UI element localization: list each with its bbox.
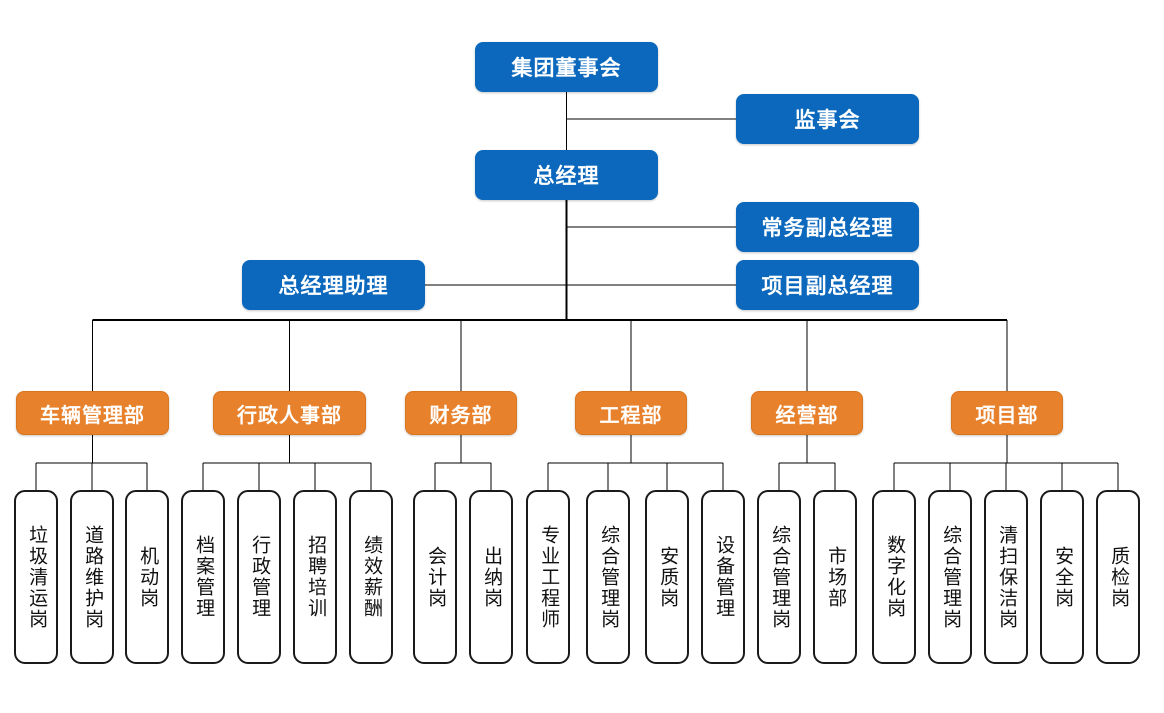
position-box-2-1[interactable]: 出纳岗 <box>469 490 513 664</box>
department-box-5[interactable]: 项目部 <box>951 391 1063 435</box>
department-box-3[interactable]: 工程部 <box>575 391 687 435</box>
position-box-1-2[interactable]: 招聘培训 <box>293 490 337 664</box>
position-box-3-0[interactable]: 专业工程师 <box>526 490 570 664</box>
position-box-5-1[interactable]: 综合管理岗 <box>928 490 972 664</box>
position-box-2-0[interactable]: 会计岗 <box>413 490 457 664</box>
department-box-2[interactable]: 财务部 <box>405 391 517 435</box>
position-box-0-2[interactable]: 机动岗 <box>125 490 169 664</box>
exec-supervisory-board[interactable]: 监事会 <box>736 94 919 144</box>
position-box-5-2[interactable]: 清扫保洁岗 <box>984 490 1028 664</box>
exec-general-manager[interactable]: 总经理 <box>475 150 658 200</box>
position-box-1-0[interactable]: 档案管理 <box>181 490 225 664</box>
position-box-1-3[interactable]: 绩效薪酬 <box>349 490 393 664</box>
position-box-3-1[interactable]: 综合管理岗 <box>586 490 630 664</box>
exec-board[interactable]: 集团董事会 <box>475 42 658 92</box>
position-box-3-2[interactable]: 安质岗 <box>645 490 689 664</box>
position-box-1-1[interactable]: 行政管理 <box>237 490 281 664</box>
position-box-5-4[interactable]: 质检岗 <box>1096 490 1140 664</box>
position-box-5-3[interactable]: 安全岗 <box>1040 490 1084 664</box>
position-box-0-1[interactable]: 道路维护岗 <box>70 490 114 664</box>
exec-executive-deputy-gm[interactable]: 常务副总经理 <box>736 202 919 252</box>
position-box-0-0[interactable]: 垃圾清运岗 <box>14 490 58 664</box>
department-box-1[interactable]: 行政人事部 <box>213 391 366 435</box>
position-box-5-0[interactable]: 数字化岗 <box>872 490 916 664</box>
position-box-4-1[interactable]: 市场部 <box>813 490 857 664</box>
exec-gm-assistant[interactable]: 总经理助理 <box>242 260 425 310</box>
department-box-4[interactable]: 经营部 <box>751 391 863 435</box>
position-box-4-0[interactable]: 综合管理岗 <box>757 490 801 664</box>
department-box-0[interactable]: 车辆管理部 <box>16 391 169 435</box>
position-box-3-3[interactable]: 设备管理 <box>701 490 745 664</box>
exec-project-deputy-gm[interactable]: 项目副总经理 <box>736 260 919 310</box>
